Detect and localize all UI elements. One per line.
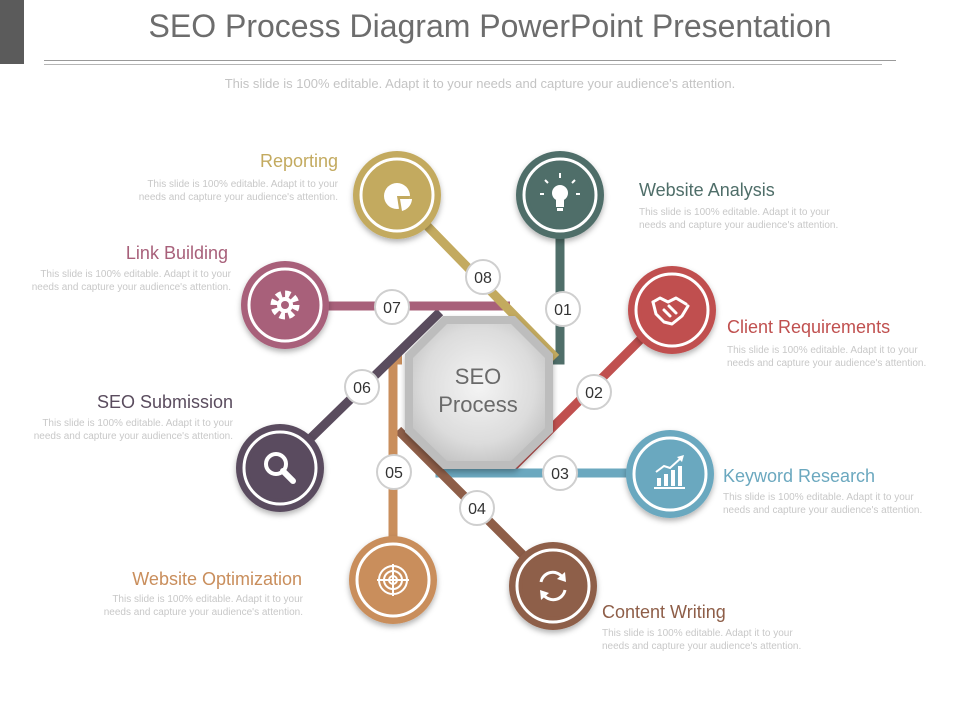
step-circle-content-writing <box>509 542 597 630</box>
svg-text:01: 01 <box>554 302 572 319</box>
badge-07: 07 <box>374 289 410 325</box>
badge-01: 01 <box>545 291 581 327</box>
badge-06: 06 <box>344 369 380 405</box>
growth-chart-icon <box>654 455 685 489</box>
number-badges: 01 02 03 04 05 06 07 08 <box>344 259 612 526</box>
svg-text:05: 05 <box>385 465 403 482</box>
step-desc-reporting: This slide is 100% editable. Adapt it to… <box>138 179 338 203</box>
step-label-website-analysis: Website Analysis <box>639 180 775 200</box>
step-label-link-building: Link Building <box>125 243 228 263</box>
svg-text:07: 07 <box>383 300 401 317</box>
title-divider-secondary <box>44 64 882 65</box>
handshake-icon <box>651 296 690 326</box>
step-circle-keyword-research <box>626 430 714 518</box>
title-divider <box>44 60 896 61</box>
magnifier-icon <box>264 452 296 484</box>
step-label-website-optimization: Website Optimization <box>132 569 302 589</box>
gear-icon <box>270 290 300 320</box>
badge-05: 05 <box>376 454 412 490</box>
center-octagon <box>405 316 553 469</box>
center-line1: SEO <box>455 364 501 389</box>
step-desc-link-building: This slide is 100% editable. Adapt it to… <box>31 269 231 293</box>
slide-title: SEO Process Diagram PowerPoint Presentat… <box>148 8 832 44</box>
svg-text:08: 08 <box>474 270 492 287</box>
slide-subtitle: This slide is 100% editable. Adapt it to… <box>224 76 736 91</box>
step-desc-keyword-research: This slide is 100% editable. Adapt it to… <box>723 492 923 516</box>
step-circle-seo-submission <box>236 424 324 512</box>
refresh-icon <box>539 570 567 602</box>
step-label-content-writing: Content Writing <box>602 602 726 622</box>
badge-04: 04 <box>459 490 495 526</box>
step-desc-website-analysis: This slide is 100% editable. Adapt it to… <box>639 207 839 231</box>
svg-text:06: 06 <box>353 380 371 397</box>
center-line2: Process <box>438 392 517 417</box>
step-desc-website-optimization: This slide is 100% editable. Adapt it to… <box>103 594 303 618</box>
badge-02: 02 <box>576 374 612 410</box>
step-label-seo-submission: SEO Submission <box>96 392 233 412</box>
svg-text:03: 03 <box>551 466 569 483</box>
pie-chart-icon <box>384 183 412 211</box>
svg-text:04: 04 <box>468 501 486 518</box>
svg-text:02: 02 <box>585 385 603 402</box>
badge-03: 03 <box>542 455 578 491</box>
badge-08: 08 <box>465 259 501 295</box>
step-desc-client-requirements: This slide is 100% editable. Adapt it to… <box>727 345 927 369</box>
step-desc-seo-submission: This slide is 100% editable. Adapt it to… <box>33 418 233 442</box>
step-label-client-requirements: Client Requirements <box>727 317 891 337</box>
target-icon <box>377 564 409 596</box>
step-label-reporting: Reporting <box>259 151 338 171</box>
corner-accent <box>0 0 24 64</box>
step-label-keyword-research: Keyword Research <box>723 466 876 486</box>
lightbulb-icon <box>540 173 580 211</box>
step-desc-content-writing: This slide is 100% editable. Adapt it to… <box>602 628 802 652</box>
